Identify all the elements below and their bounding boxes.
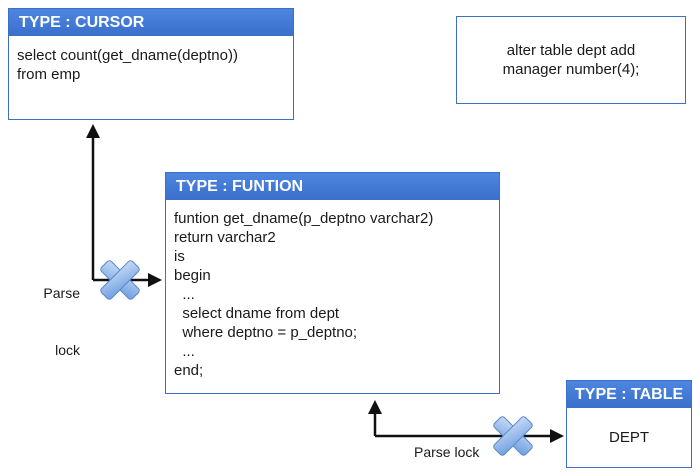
code-line: return varchar2	[174, 229, 276, 246]
cursor-code: select count(get_dname(deptno)) from emp	[9, 36, 293, 84]
x-mark-icon	[493, 416, 533, 456]
parse-lock-arrow-left	[86, 124, 162, 287]
table-box: TYPE : TABLE DEPT	[566, 380, 692, 468]
code-line: is	[174, 248, 185, 265]
code-line: select count(get_dname(deptno))	[17, 47, 238, 64]
code-line: from emp	[17, 66, 81, 83]
code-line: funtion get_dname(p_deptno varchar2)	[174, 210, 434, 227]
alter-line: alter table dept add	[506, 42, 636, 59]
code-line: where deptno = p_deptno;	[174, 324, 358, 341]
x-mark-icon	[100, 260, 140, 300]
table-type-header: TYPE : TABLE	[567, 381, 691, 408]
code-line: ...	[174, 286, 195, 303]
parse-lock-bottom-label: Parse lock	[414, 444, 480, 460]
function-type-header: TYPE : FUNTION	[166, 173, 499, 200]
lock-label: lock	[55, 342, 80, 358]
cursor-type-header: TYPE : CURSOR	[9, 9, 293, 36]
function-box: TYPE : FUNTION funtion get_dname(p_deptn…	[165, 172, 500, 394]
table-name: DEPT	[608, 429, 649, 446]
code-line: select dname from dept	[174, 305, 340, 322]
alter-line: manager number(4);	[502, 61, 640, 78]
code-line: ...	[174, 343, 195, 360]
parse-lock-arrow-bottom	[368, 400, 564, 443]
code-line: begin	[174, 267, 211, 284]
alter-statement-box: alter table dept add manager number(4);	[456, 16, 686, 104]
function-code: funtion get_dname(p_deptno varchar2) ret…	[166, 200, 499, 380]
parse-label: Parse	[43, 285, 80, 301]
code-line: end;	[174, 362, 204, 379]
cursor-box: TYPE : CURSOR select count(get_dname(dep…	[8, 8, 294, 120]
parse-lock-left-label: Parse lock	[40, 246, 80, 379]
